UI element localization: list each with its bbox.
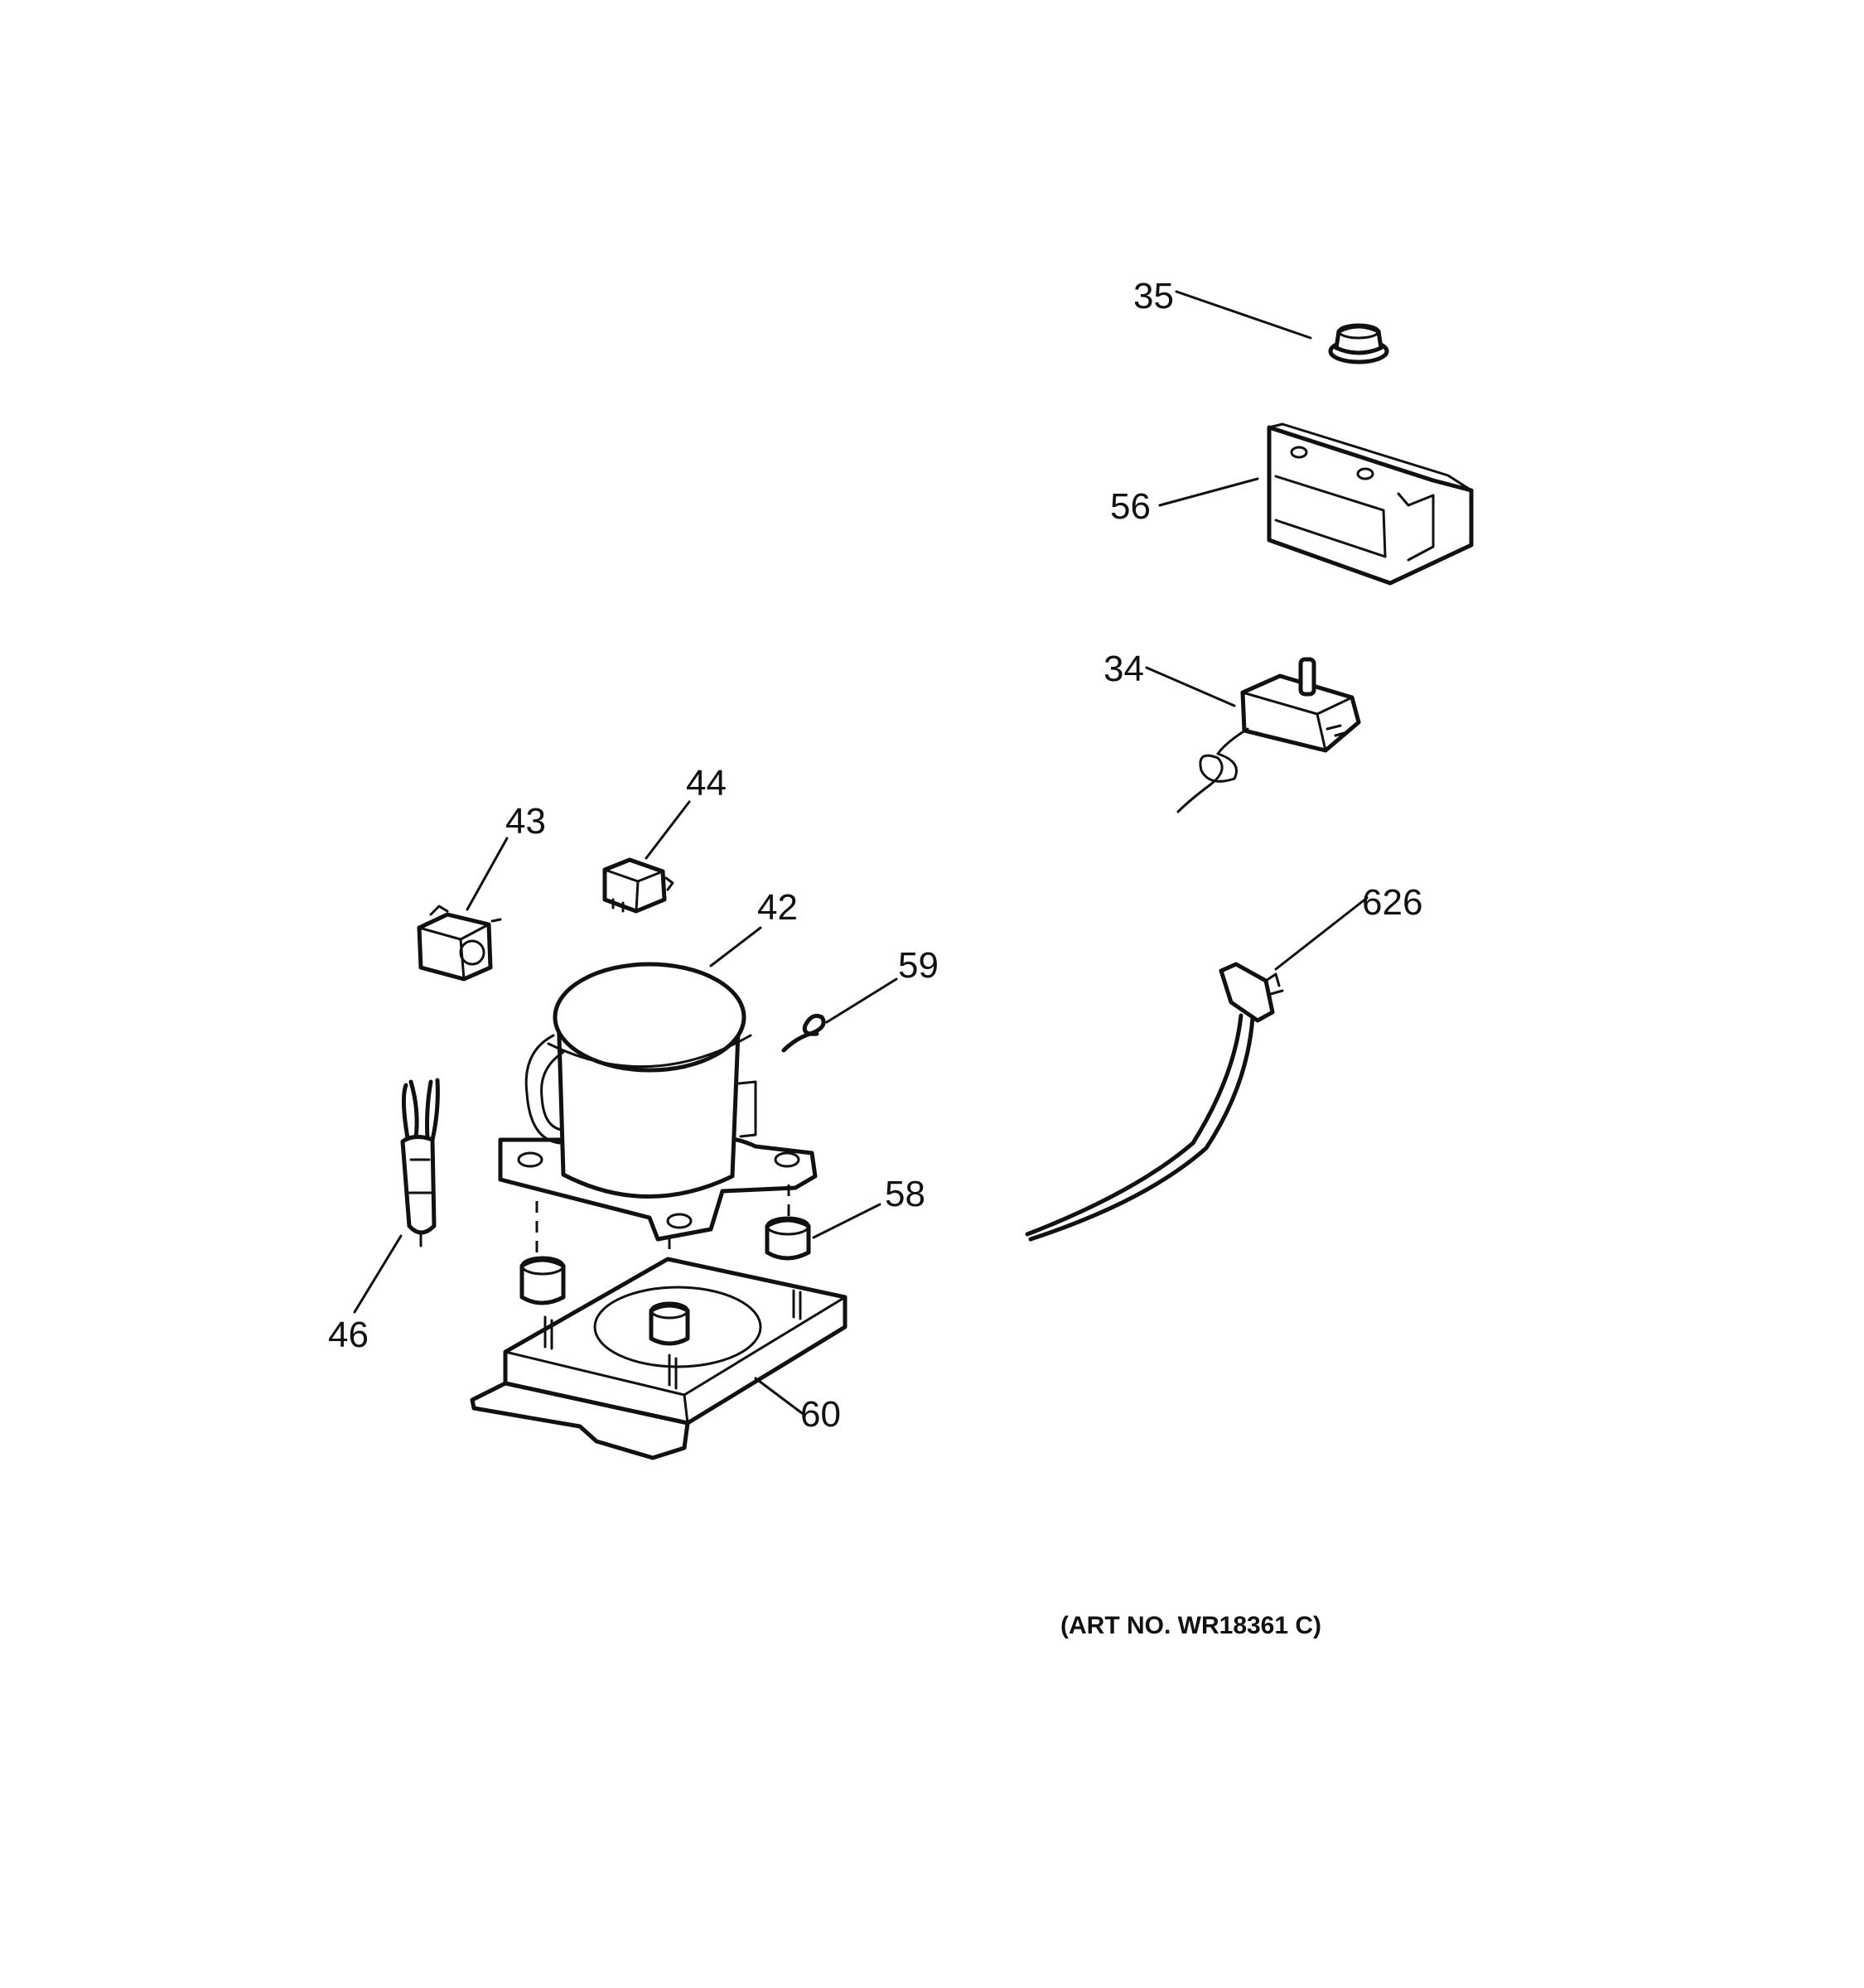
leader-44 xyxy=(645,800,691,860)
callout-44: 44 xyxy=(686,763,727,803)
callout-626: 626 xyxy=(1362,882,1422,923)
leader-42 xyxy=(709,926,762,967)
part-60-base-plate[interactable] xyxy=(470,1257,847,1460)
callout-59: 59 xyxy=(898,945,939,986)
part-42-compressor[interactable] xyxy=(498,962,818,1242)
callout-60: 60 xyxy=(800,1394,841,1435)
callout-56: 56 xyxy=(1110,486,1151,527)
part-59-clip[interactable] xyxy=(781,1013,826,1053)
leader-58 xyxy=(812,1203,881,1239)
part-35-knob[interactable] xyxy=(1328,323,1389,364)
leader-60 xyxy=(754,1377,804,1415)
part-43-overload[interactable] xyxy=(417,905,502,982)
leader-59 xyxy=(825,977,898,1024)
part-626-power-cord[interactable] xyxy=(1025,962,1284,1242)
callout-58: 58 xyxy=(885,1174,925,1214)
callout-35: 35 xyxy=(1133,276,1174,316)
callout-46: 46 xyxy=(328,1315,369,1355)
leader-43 xyxy=(466,837,509,911)
part-46-drier[interactable] xyxy=(400,1078,440,1247)
callout-42: 42 xyxy=(757,887,798,928)
part-44-relay[interactable] xyxy=(602,857,674,914)
callout-43: 43 xyxy=(505,801,546,842)
art-number: (ART NO. WR18361 C) xyxy=(1060,1612,1321,1639)
leader-35 xyxy=(1175,290,1312,340)
part-34-cold-control[interactable] xyxy=(1176,657,1361,813)
part-56-control-housing[interactable] xyxy=(1267,422,1474,586)
leader-56 xyxy=(1158,477,1259,507)
leader-34 xyxy=(1145,666,1236,707)
leader-46 xyxy=(353,1234,403,1314)
leader-626 xyxy=(1274,896,1369,971)
callout-34: 34 xyxy=(1103,649,1144,689)
